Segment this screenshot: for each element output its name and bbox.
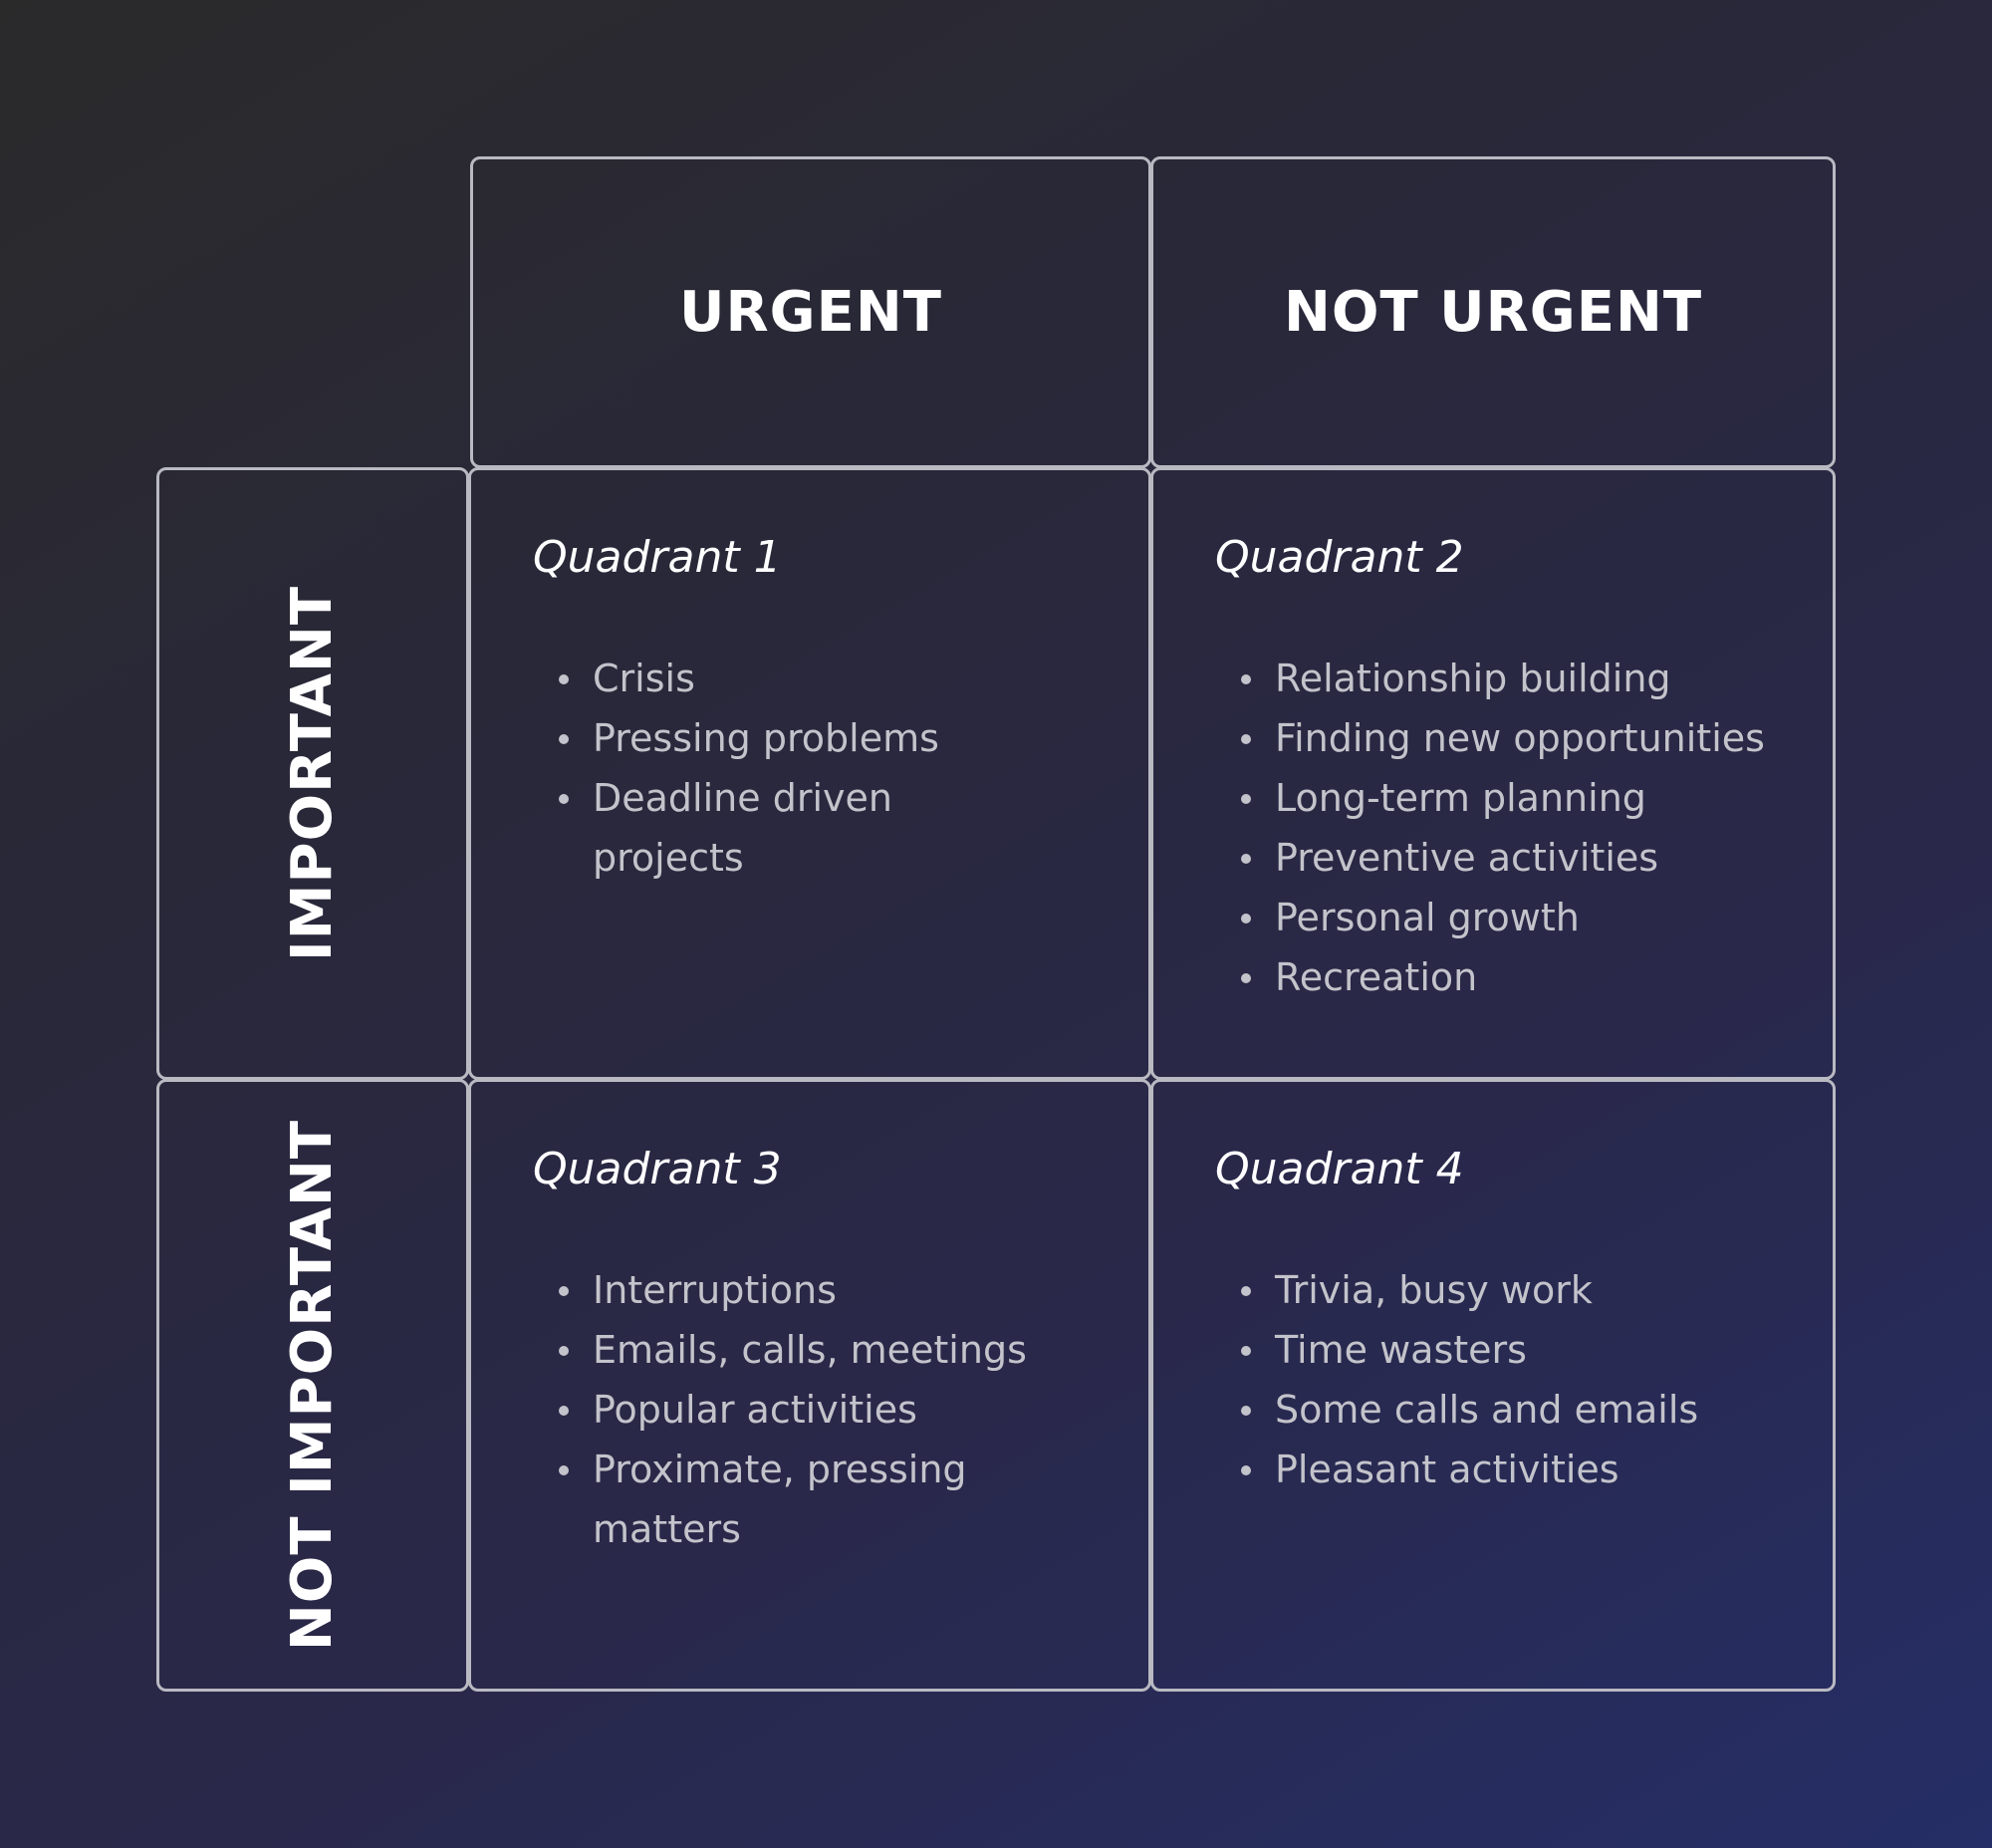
quadrant-2: Quadrant 2 Relationship building Finding… <box>1150 467 1836 1080</box>
column-header-urgent: URGENT <box>470 156 1151 468</box>
list-item: Long-term planning <box>1241 768 1833 828</box>
list-item: Pleasant activities <box>1241 1440 1833 1499</box>
quadrant-title: Quadrant 4 <box>1215 1144 1464 1194</box>
list-item: Some calls and emails <box>1241 1380 1833 1440</box>
quadrant-1: Quadrant 1 Crisis Pressing problems Dead… <box>468 467 1151 1080</box>
column-header-not-urgent: NOT URGENT <box>1150 156 1836 468</box>
list-item: Emails, calls, meetings <box>559 1320 1031 1380</box>
row-header-not-important: NOT IMPORTANT <box>156 1079 469 1692</box>
list-item: Relationship building <box>1241 649 1833 708</box>
row-header-important-label: IMPORTANT <box>280 585 346 962</box>
list-item: Personal growth <box>1241 888 1833 947</box>
list-item: Interruptions <box>559 1260 1031 1320</box>
quadrant-title: Quadrant 1 <box>533 532 782 583</box>
list-item: Proximate, pressing matters <box>559 1440 1031 1559</box>
list-item: Crisis <box>559 649 1031 708</box>
column-header-not-urgent-label: NOT URGENT <box>1283 280 1703 345</box>
quadrant-item-list: Crisis Pressing problems Deadline driven… <box>533 649 1031 888</box>
quadrant-item-list: Relationship building Finding new opport… <box>1215 649 1833 1007</box>
quadrant-item-list: Interruptions Emails, calls, meetings Po… <box>533 1260 1031 1559</box>
row-header-not-important-label: NOT IMPORTANT <box>280 1119 346 1652</box>
list-item: Pressing problems <box>559 708 1031 768</box>
list-item: Finding new opportunities <box>1241 708 1833 768</box>
quadrant-title: Quadrant 2 <box>1215 532 1464 583</box>
quadrant-title: Quadrant 3 <box>533 1144 782 1194</box>
quadrant-3: Quadrant 3 Interruptions Emails, calls, … <box>468 1079 1151 1692</box>
quadrant-4: Quadrant 4 Trivia, busy work Time waster… <box>1150 1079 1836 1692</box>
list-item: Trivia, busy work <box>1241 1260 1833 1320</box>
list-item: Preventive activities <box>1241 828 1833 888</box>
quadrant-item-list: Trivia, busy work Time wasters Some call… <box>1215 1260 1833 1499</box>
row-header-important: IMPORTANT <box>156 467 469 1080</box>
list-item: Deadline driven projects <box>559 768 1031 888</box>
list-item: Recreation <box>1241 947 1833 1007</box>
list-item: Popular activities <box>559 1380 1031 1440</box>
column-header-urgent-label: URGENT <box>679 280 942 345</box>
list-item: Time wasters <box>1241 1320 1833 1380</box>
